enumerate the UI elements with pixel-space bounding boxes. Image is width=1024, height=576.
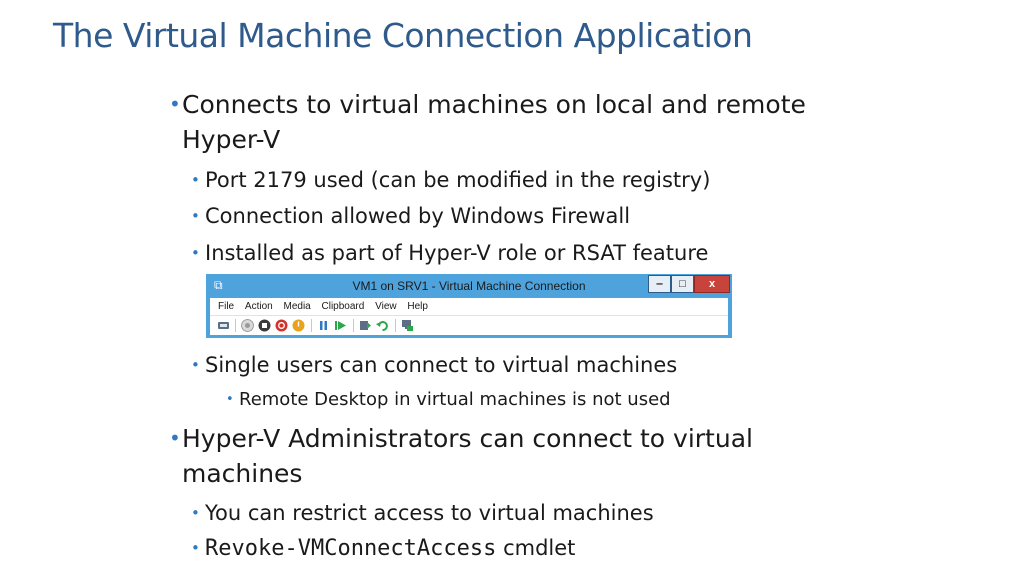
bullet-text: Remote Desktop in virtual machines is no… <box>239 389 671 410</box>
menu-file[interactable]: File <box>218 301 235 312</box>
bullet-dot: • <box>191 171 200 189</box>
menu-view[interactable]: View <box>375 301 397 312</box>
bullet-dot: • <box>191 207 200 225</box>
bullet-revoke: • Revoke-VMConnectAccess cmdlet <box>191 534 576 563</box>
bullet-text: Connection allowed by Windows Firewall <box>205 204 631 228</box>
vm-connection-window: ⧉ VM1 on SRV1 - Virtual Machine Connecti… <box>206 274 732 338</box>
toolbar-separator <box>311 319 312 332</box>
bullet-text: machines <box>182 459 303 488</box>
save-icon[interactable] <box>292 319 305 332</box>
bullet-text: Connects to virtual machines on local an… <box>182 90 806 119</box>
toolbar-separator <box>395 319 396 332</box>
menu-bar: File Action Media Clipboard View Help <box>210 298 728 315</box>
menu-help[interactable]: Help <box>407 301 428 312</box>
bullet-text: Port 2179 used (can be modified in the r… <box>205 168 711 192</box>
bullet-single-users: • Single users can connect to virtual ma… <box>191 351 678 379</box>
revert-icon[interactable] <box>376 319 389 332</box>
bullet-text: Hyper-V Administrators can connect to vi… <box>182 424 753 453</box>
menu-clipboard[interactable]: Clipboard <box>321 301 365 312</box>
shutdown-icon[interactable] <box>275 319 288 332</box>
enhanced-session-icon[interactable] <box>401 319 414 332</box>
cmdlet-name: Revoke-VMConnectAccess <box>205 536 497 561</box>
toolbar-separator <box>353 319 354 332</box>
checkpoint-icon[interactable] <box>359 319 372 332</box>
bullet-port: • Port 2179 used (can be modified in the… <box>191 166 711 194</box>
bullet-dot: • <box>191 356 200 374</box>
bullet-dot: • <box>169 426 181 450</box>
bullet-restrict: • You can restrict access to virtual mac… <box>191 499 654 527</box>
bullet-dot: • <box>226 392 234 407</box>
bullet-dot: • <box>191 504 200 522</box>
toolbar <box>210 315 728 335</box>
bullet-text: cmdlet <box>496 536 576 560</box>
bullet-remote-desktop: • Remote Desktop in virtual machines is … <box>226 388 671 412</box>
maximize-button[interactable]: □ <box>671 275 694 293</box>
bullet-dot: • <box>191 539 200 557</box>
toolbar-separator <box>235 319 236 332</box>
pause-icon[interactable] <box>317 319 330 332</box>
bullet-connects: • Connects to virtual machines on local … <box>169 87 806 122</box>
window-title: VM1 on SRV1 - Virtual Machine Connection <box>352 279 586 293</box>
start-icon[interactable] <box>241 319 254 332</box>
turn-off-icon[interactable] <box>258 319 271 332</box>
bullet-hyperv-admins-cont: machines <box>182 456 302 491</box>
vm-connect-app-icon: ⧉ <box>214 278 223 292</box>
bullet-text: Single users can connect to virtual mach… <box>205 353 678 377</box>
ctrl-alt-del-icon[interactable] <box>217 319 230 332</box>
slide-title: The Virtual Machine Connection Applicati… <box>53 16 753 55</box>
window-titlebar: ⧉ VM1 on SRV1 - Virtual Machine Connecti… <box>206 274 732 298</box>
bullet-dot: • <box>191 244 200 262</box>
bullet-text: Installed as part of Hyper-V role or RSA… <box>205 241 709 265</box>
close-button[interactable]: x <box>694 275 730 293</box>
bullet-text: You can restrict access to virtual machi… <box>205 501 654 525</box>
bullet-dot: • <box>169 92 181 116</box>
bullet-connects-cont: Hyper-V <box>182 122 280 157</box>
menu-media[interactable]: Media <box>283 301 311 312</box>
bullet-firewall: • Connection allowed by Windows Firewall <box>191 202 631 230</box>
minimize-button[interactable]: ‒ <box>648 275 671 293</box>
bullet-installed: • Installed as part of Hyper-V role or R… <box>191 239 709 267</box>
menu-action[interactable]: Action <box>244 301 273 312</box>
reset-icon[interactable] <box>334 319 347 332</box>
bullet-text: Hyper-V <box>182 125 281 154</box>
bullet-hyperv-admins: • Hyper-V Administrators can connect to … <box>169 421 753 456</box>
